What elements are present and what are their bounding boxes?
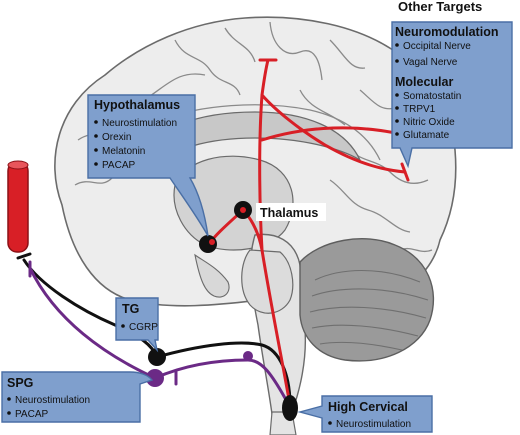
high-cervical-box: High Cervical Neurostimulation: [297, 395, 433, 433]
other-targets-title: Other Targets: [398, 0, 482, 14]
spg-title: SPG: [7, 376, 33, 390]
tg-box: TG CGRP: [115, 297, 159, 353]
ascending-pathway: [208, 58, 434, 407]
thalamus-node-core: [240, 207, 246, 213]
molecular-item: Nitric Oxide: [403, 117, 455, 128]
thalamus-label: Thalamus: [256, 203, 326, 221]
neuromodulation-item: Vagal Nerve: [403, 57, 458, 68]
brainstem-purple-node: [243, 351, 253, 361]
thalamus-text: Thalamus: [260, 206, 318, 220]
hypothalamus-item: Melatonin: [102, 146, 145, 157]
tg-item: CGRP: [129, 322, 158, 333]
molecular-item: TRPV1: [403, 104, 436, 115]
hypothalamus-item: Neurostimulation: [102, 118, 177, 129]
hypothalamus-box: Hypothalamus Neurostimulation Orexin Mel…: [87, 94, 209, 237]
spg-item: Neurostimulation: [15, 395, 90, 406]
other-targets-box: Neuromodulation Occipital Nerve Vagal Ne…: [391, 21, 513, 169]
molecular-title: Molecular: [395, 75, 453, 89]
spg-box: SPG Neurostimulation PACAP: [1, 371, 154, 423]
neuromodulation-title: Neuromodulation: [395, 25, 498, 39]
pathways: [16, 58, 434, 407]
high-cervical-item: Neurostimulation: [336, 419, 411, 430]
high-cervical-title: High Cervical: [328, 400, 408, 414]
cerebellum-folia: [309, 270, 429, 351]
neuromodulation-item: Occipital Nerve: [403, 41, 471, 52]
high-cervical-node: [282, 395, 298, 421]
hypothalamus-item: Orexin: [102, 132, 131, 143]
trigeminal-pathway: [22, 258, 292, 407]
brain-illustration: [54, 16, 457, 435]
nodes: [146, 201, 298, 421]
hypothalamus-title: Hypothalamus: [94, 98, 180, 112]
tg-node: [148, 348, 166, 366]
black-terminal: [16, 252, 32, 260]
molecular-item: Somatostatin: [403, 91, 461, 102]
hypothalamus-item: PACAP: [102, 160, 135, 171]
red-terminal-right: [400, 162, 410, 182]
hypothalamus-node-core: [209, 239, 215, 245]
spg-node: [146, 369, 164, 387]
tg-title: TG: [122, 302, 139, 316]
molecular-item: Glutamate: [403, 130, 450, 141]
blood-vessel: [7, 160, 29, 253]
cerebellum: [299, 238, 434, 362]
pituitary: [194, 253, 230, 298]
hypothalamus-node: [199, 235, 217, 253]
spg-item: PACAP: [15, 409, 48, 420]
